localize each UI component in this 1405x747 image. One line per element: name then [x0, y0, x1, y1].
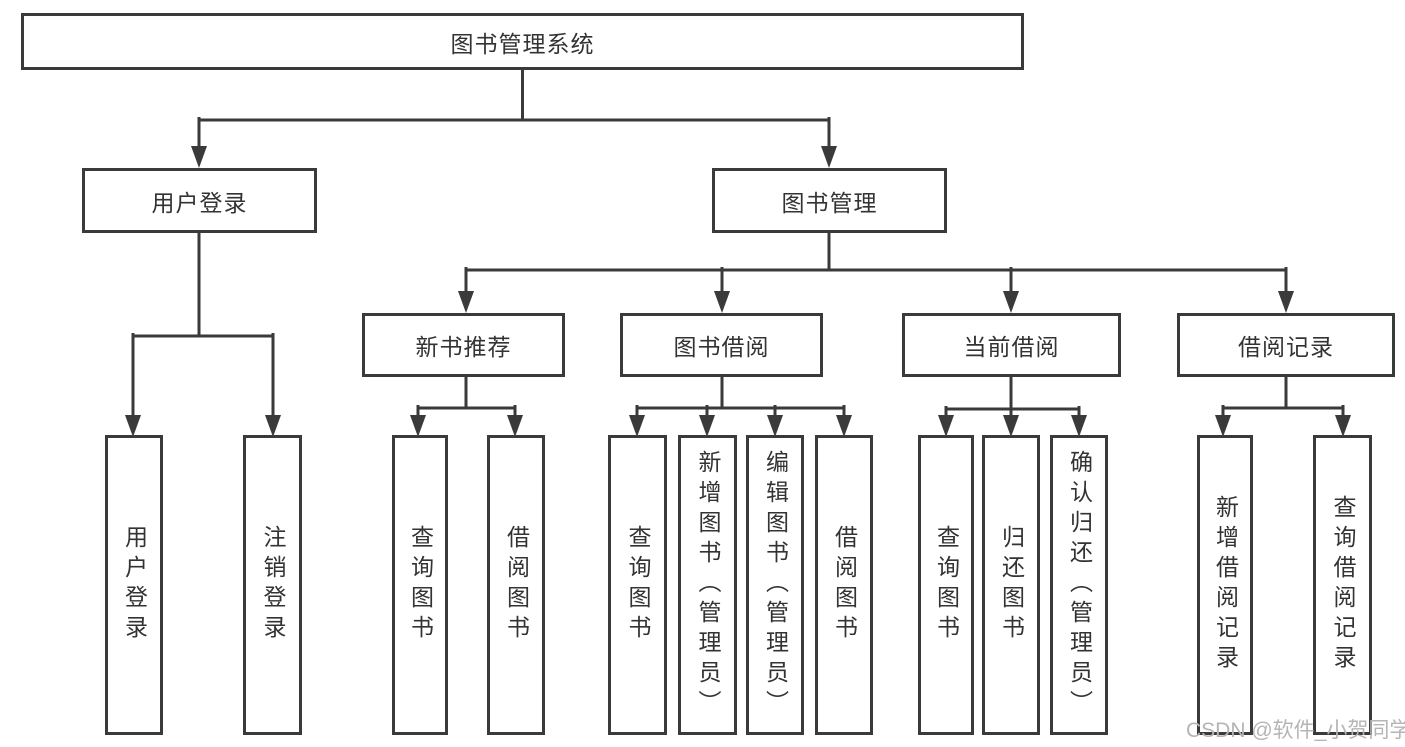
arrowhead: [507, 415, 523, 437]
leaf-confirm-return-admin: 确认归还（管理员）: [1050, 435, 1108, 735]
node-label: 图书借阅: [673, 334, 770, 360]
arrowhead: [191, 146, 207, 168]
node-current-borrowing: 当前借阅: [902, 313, 1121, 377]
edge-borrowing-records-to-leaves: [1215, 375, 1351, 437]
arrowhead: [821, 146, 837, 168]
leaf-return-book: 归还图书: [982, 435, 1040, 735]
edge-new-book-recommend-to-leaves: [410, 375, 523, 437]
leaf-label: 用户登录: [121, 525, 148, 645]
node-label: 借阅记录: [1238, 334, 1334, 360]
leaf-query-book-recommend: 查询图书: [392, 435, 448, 735]
arrowhead: [458, 291, 474, 313]
csdn-watermark: CSDN @软件_小贺同学: [1186, 719, 1405, 742]
leaf-edit-book-admin: 编辑图书（管理员）: [746, 435, 804, 735]
arrowhead: [714, 291, 730, 313]
leaf-label: 新增借阅记录: [1212, 495, 1239, 675]
edge-current-borrowing-to-leaves: [938, 375, 1087, 437]
arrowhead: [1215, 415, 1231, 437]
leaf-user-login: 用户登录: [105, 435, 163, 735]
arrowhead: [1071, 415, 1087, 437]
edge-user-login-to-leaves: [125, 230, 281, 437]
leaf-borrow-book-recommend: 借阅图书: [487, 435, 545, 735]
leaf-add-borrow-record: 新增借阅记录: [1197, 435, 1253, 735]
edge-book-management-to-level3: [458, 230, 1294, 313]
leaf-label: 新增图书（管理员）: [695, 450, 721, 720]
node-library-system: 图书管理系统: [21, 13, 1024, 70]
node-borrowing-records: 借阅记录: [1177, 313, 1395, 377]
leaf-add-book-admin: 新增图书（管理员）: [678, 435, 737, 735]
leaf-label: 确认归还（管理员）: [1066, 450, 1093, 720]
node-label: 新书推荐: [415, 334, 512, 360]
edge-root-to-level2: [191, 68, 837, 168]
leaf-label: 查询图书: [933, 525, 960, 645]
arrowhead: [1278, 291, 1294, 313]
leaf-query-borrow-record: 查询借阅记录: [1313, 435, 1372, 735]
leaf-label: 归还图书: [998, 525, 1025, 645]
leaf-label: 查询图书: [407, 525, 434, 645]
node-label: 当前借阅: [963, 334, 1060, 360]
arrowhead: [265, 415, 281, 437]
node-label: 用户登录: [151, 189, 248, 216]
arrowhead: [629, 415, 645, 437]
arrowhead: [767, 415, 783, 437]
edge-book-borrowing-to-leaves: [629, 375, 852, 437]
arrowhead: [1003, 415, 1019, 437]
leaf-query-book-current: 查询图书: [918, 435, 974, 735]
arrowhead: [938, 415, 954, 437]
node-label: 图书管理系统: [450, 30, 595, 57]
node-book-borrowing: 图书借阅: [620, 313, 823, 377]
leaf-label: 借阅图书: [503, 525, 530, 645]
leaf-label: 查询借阅记录: [1330, 495, 1356, 675]
leaf-label: 注销登录: [260, 525, 286, 645]
arrowhead: [125, 415, 141, 437]
node-new-book-recommend: 新书推荐: [362, 313, 565, 377]
arrowhead: [699, 415, 715, 437]
node-label: 图书管理: [781, 189, 878, 216]
node-book-management: 图书管理: [712, 168, 947, 233]
leaf-label: 编辑图书（管理员）: [762, 450, 789, 720]
leaf-label: 借阅图书: [831, 525, 858, 645]
leaf-label: 查询图书: [625, 525, 651, 645]
arrowhead: [1003, 291, 1019, 313]
leaf-borrow-book: 借阅图书: [815, 435, 873, 735]
leaf-query-book-borrowing: 查询图书: [608, 435, 667, 735]
arrowhead: [410, 415, 426, 437]
node-user-login: 用户登录: [82, 168, 317, 233]
leaf-logout: 注销登录: [243, 435, 302, 735]
arrowhead: [1335, 415, 1351, 437]
arrowhead: [836, 415, 852, 437]
